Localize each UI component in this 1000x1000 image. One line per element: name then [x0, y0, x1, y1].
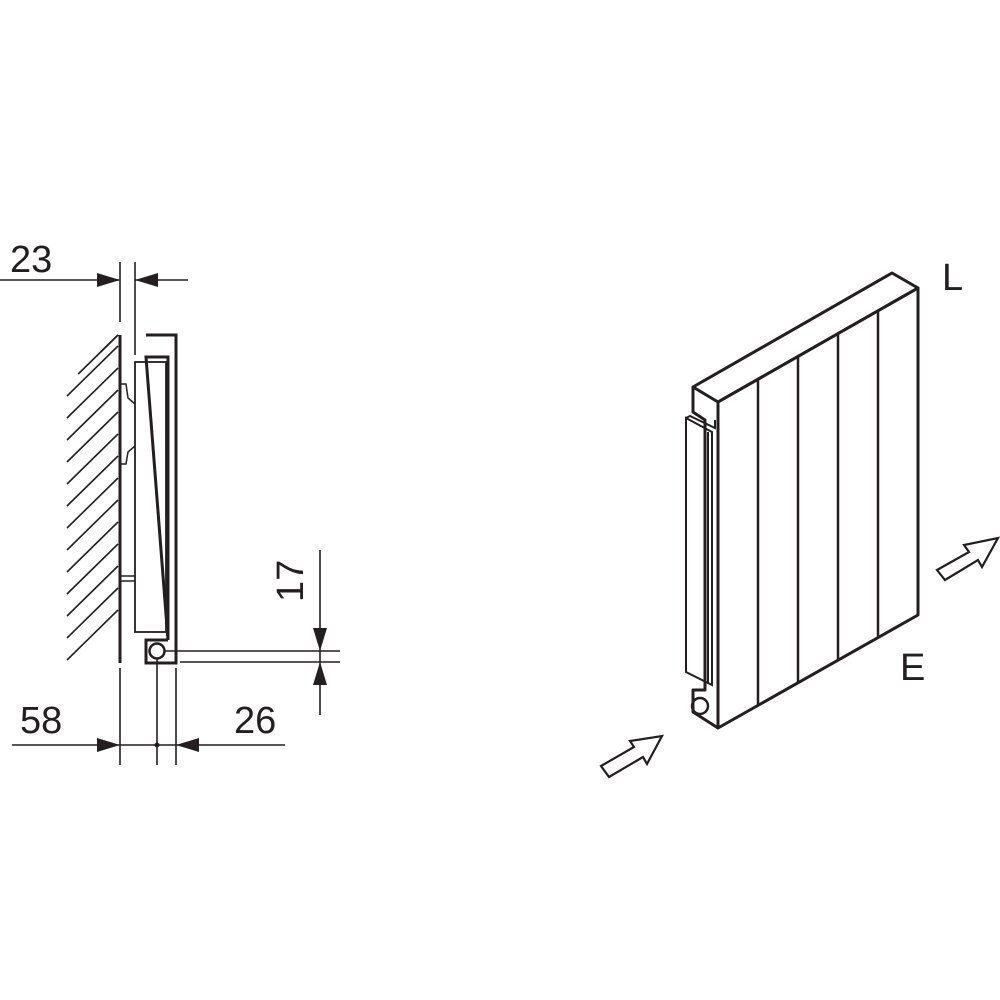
iso-pipe-connection — [690, 696, 710, 716]
hatch-line — [66, 455, 119, 507]
hatch-line — [66, 521, 119, 573]
radiator-top-face — [691, 271, 920, 404]
hatch-line — [66, 367, 119, 419]
dimension-dot — [154, 742, 160, 748]
dimension-17 — [165, 550, 340, 715]
side-view: 23 17 58 26 — [0, 239, 340, 765]
hatch-line — [66, 433, 119, 485]
radiator-profile — [144, 333, 178, 665]
hatch-line — [66, 587, 119, 639]
hatch-line — [66, 411, 119, 463]
arrow-right-icon — [97, 273, 120, 287]
pipe-connection — [148, 642, 166, 660]
arrow-down-icon — [313, 628, 327, 651]
hatch-line — [66, 565, 119, 617]
hatch-line — [66, 477, 119, 529]
radiator-front-face — [716, 286, 920, 730]
radiator-panel — [134, 361, 167, 633]
iso-view: L E — [599, 257, 1000, 779]
hatch-line — [77, 334, 119, 375]
wall-hatching — [66, 334, 119, 661]
hatch-line — [66, 499, 119, 551]
dimension-label-17: 17 — [270, 560, 312, 602]
arrow-left-icon — [135, 273, 158, 287]
hatch-line — [66, 389, 119, 441]
dimension-label-26: 26 — [234, 700, 276, 742]
label-E: E — [900, 647, 925, 689]
hatch-line — [66, 609, 119, 661]
hatch-line — [66, 345, 119, 397]
arrow-left-icon — [176, 738, 199, 752]
label-L: L — [942, 257, 963, 299]
iso-bracket — [685, 414, 716, 687]
dimension-label-58: 58 — [20, 700, 62, 742]
outlet-arrow-icon — [935, 536, 1000, 582]
dimension-label-23: 23 — [10, 239, 52, 281]
bracket-pin — [120, 575, 135, 582]
inlet-arrow-icon — [599, 734, 665, 779]
arrow-right-icon — [97, 738, 120, 752]
panel-dividers — [756, 310, 880, 706]
hatch-line — [66, 543, 119, 595]
arrow-up-icon — [313, 662, 327, 685]
wall-bracket — [120, 383, 136, 465]
